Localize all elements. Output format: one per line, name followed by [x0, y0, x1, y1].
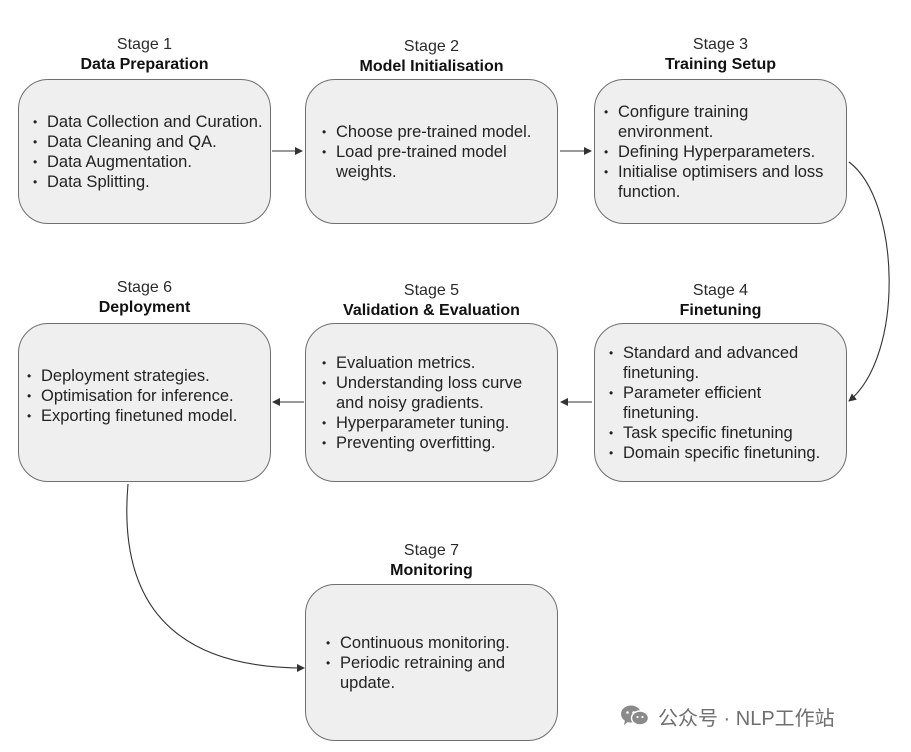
stage-6-box: Deployment strategies. Optimisation for …	[18, 323, 271, 482]
stage-7-item: Periodic retraining and update.	[326, 653, 541, 693]
watermark-text: 公众号 · NLP工作站	[658, 707, 835, 730]
stage-4-list: Standard and advanced finetuning. Parame…	[609, 343, 841, 463]
stage-4-item: Domain specific finetuning.	[609, 443, 841, 463]
stage-5-item: Evaluation metrics.	[322, 353, 554, 373]
stage-6-number: Stage 6	[116, 279, 173, 296]
stage-1-item: Data Splitting.	[33, 172, 263, 192]
stage-3-item: Configure training environment.	[604, 102, 844, 142]
stage-2-number: Stage 2	[403, 38, 460, 55]
stage-4-item: Standard and advanced finetuning.	[609, 343, 841, 383]
stage-3-number: Stage 3	[692, 36, 749, 53]
stage-4-number: Stage 4	[692, 282, 749, 299]
stage-5-title: Validation & Evaluation	[343, 302, 520, 319]
stage-5-item: Understanding loss curve and noisy gradi…	[322, 373, 554, 413]
stage-6-item: Optimisation for inference.	[27, 386, 267, 406]
stage-7-item: Continuous monitoring.	[326, 633, 541, 653]
stage-7-title: Monitoring	[390, 562, 473, 579]
stage-6-list: Deployment strategies. Optimisation for …	[27, 366, 267, 426]
stage-3-item: Defining Hyperparameters.	[604, 142, 844, 162]
stage-2-list: Choose pre-trained model. Load pre-train…	[322, 122, 532, 182]
stage-5-item: Preventing overfitting.	[322, 433, 554, 453]
stage-2-box: Choose pre-trained model. Load pre-train…	[305, 79, 558, 224]
stage-4-item: Parameter efficient finetuning.	[609, 383, 841, 423]
stage-4-box: Standard and advanced finetuning. Parame…	[594, 323, 847, 482]
stage-1-number: Stage 1	[116, 36, 173, 53]
stage-7-number: Stage 7	[403, 542, 460, 559]
wechat-icon	[621, 705, 650, 726]
stage-7-list: Continuous monitoring. Periodic retraini…	[326, 633, 541, 693]
stage-7-box: Continuous monitoring. Periodic retraini…	[305, 584, 558, 741]
stage-5-box: Evaluation metrics. Understanding loss c…	[305, 323, 558, 482]
stage-5-number: Stage 5	[403, 282, 460, 299]
stage-6-item: Deployment strategies.	[27, 366, 267, 386]
arrow-stage3-to-stage4	[848, 161, 890, 402]
stage-4-title: Finetuning	[679, 302, 762, 319]
stage-6-item: Exporting finetuned model.	[27, 406, 267, 426]
stage-2-item: Choose pre-trained model.	[322, 122, 532, 142]
stage-1-box: Data Collection and Curation. Data Clean…	[18, 79, 271, 224]
stage-1-item: Data Collection and Curation.	[33, 112, 263, 132]
stage-3-item: Initialise optimisers and loss function.	[604, 162, 844, 202]
stage-3-title: Training Setup	[664, 56, 777, 73]
stage-4-item: Task specific finetuning	[609, 423, 841, 443]
stage-1-title: Data Preparation	[80, 56, 209, 73]
stage-2-item: Load pre-trained model weights.	[322, 142, 532, 182]
stage-1-list: Data Collection and Curation. Data Clean…	[33, 112, 263, 192]
stage-3-list: Configure training environment. Defining…	[604, 102, 844, 202]
stage-1-item: Data Cleaning and QA.	[33, 132, 263, 152]
stage-3-box: Configure training environment. Defining…	[594, 79, 847, 224]
stage-5-item: Hyperparameter tuning.	[322, 413, 554, 433]
arrow-stage6-to-stage7	[126, 483, 305, 672]
stage-5-list: Evaluation metrics. Understanding loss c…	[322, 353, 554, 453]
stage-2-title: Model Initialisation	[359, 58, 504, 75]
stage-1-item: Data Augmentation.	[33, 152, 263, 172]
stage-6-title: Deployment	[98, 299, 191, 316]
watermark: 公众号 · NLP工作站	[620, 702, 835, 730]
